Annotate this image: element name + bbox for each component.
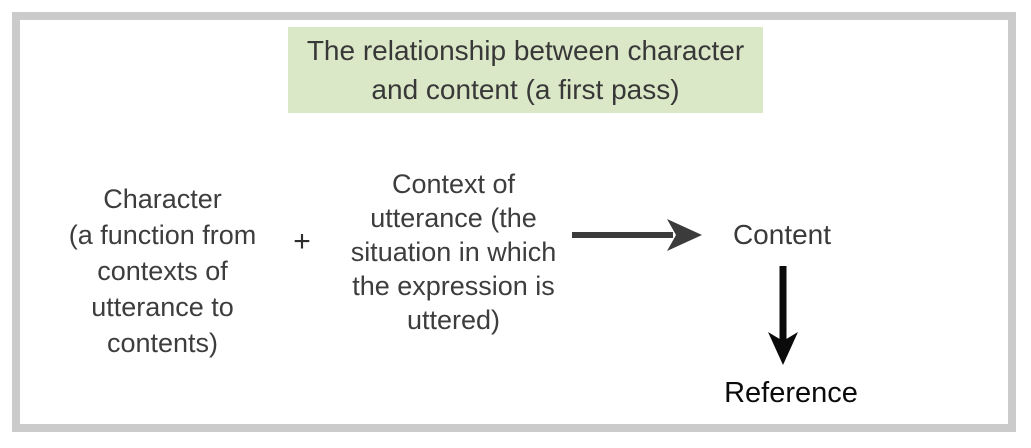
title-line-2: and content (a first pass) xyxy=(371,74,680,105)
context-node-line: the expression is xyxy=(352,271,555,301)
context-node-line: Context of xyxy=(391,169,516,199)
title-line-1: The relationship between character xyxy=(306,35,745,66)
figure-frame xyxy=(12,12,1016,432)
context-node-line: uttered) xyxy=(406,305,501,335)
character-node-line: contents) xyxy=(106,328,219,358)
character-node-line: (a function from xyxy=(68,220,257,250)
down-arrow-icon xyxy=(768,266,798,365)
character-node-line: utterance to xyxy=(91,292,234,322)
character-node-line: contexts of xyxy=(97,256,228,286)
reference-label: Reference xyxy=(724,377,858,409)
right-arrow-icon xyxy=(572,219,702,251)
context-node-line: situation in which xyxy=(350,237,557,267)
context-node: Context of utterance (the situation in w… xyxy=(311,167,596,337)
character-node-line: Character xyxy=(103,184,222,214)
character-node: Character (a function from contexts of u… xyxy=(40,181,285,361)
title-box: The relationship between character and c… xyxy=(288,27,763,113)
content-label: Content xyxy=(732,219,832,250)
plus-operator: + xyxy=(293,225,311,258)
context-node-line: utterance (the xyxy=(370,203,537,233)
